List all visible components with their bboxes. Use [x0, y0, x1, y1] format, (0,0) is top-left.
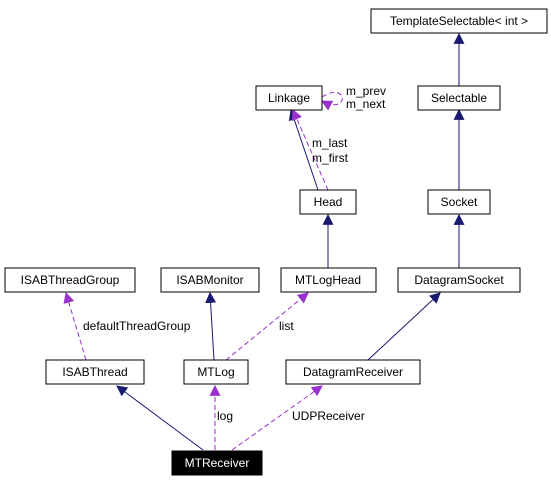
edge-label-udp-receiver: UDPReceiver	[292, 409, 365, 423]
node-isab-thread-group[interactable]: ISABThreadGroup	[4, 267, 136, 293]
node-selectable[interactable]: Selectable	[417, 85, 501, 111]
node-head[interactable]: Head	[299, 189, 357, 215]
edge-mtlog-to-isabmonitor	[205, 291, 217, 361]
node-label: Socket	[441, 195, 478, 209]
edge-label-m-prev: m_prev	[346, 84, 386, 98]
node-datagram-socket[interactable]: DatagramSocket	[397, 267, 521, 293]
node-mtlog-head[interactable]: MTLogHead	[280, 267, 377, 293]
node-label: Selectable	[431, 91, 487, 105]
node-label: DatagramSocket	[414, 273, 504, 287]
edge-linkage-self	[321, 91, 343, 111]
edge-label-m-next: m_next	[346, 97, 386, 111]
node-label: Head	[314, 195, 343, 209]
node-label: ISABThreadGroup	[21, 273, 120, 287]
edge-isabthread-to-isabthreadgroup	[63, 291, 87, 361]
edge-label-m-first: m_first	[312, 151, 349, 165]
node-mtlog[interactable]: MTLog	[183, 359, 249, 385]
node-label: DatagramReceiver	[303, 365, 403, 379]
node-label: ISABMonitor	[176, 273, 243, 287]
edge-label-default-thread-group: defaultThreadGroup	[83, 319, 191, 333]
node-label: MTReceiver	[185, 456, 250, 470]
node-label: Linkage	[268, 91, 310, 105]
usage-edges	[63, 91, 343, 451]
edge-mtreceiver-to-isabthread	[116, 385, 204, 451]
node-template-selectable[interactable]: TemplateSelectable< int >	[370, 8, 548, 34]
inheritance-edges	[116, 32, 465, 451]
edge-head-to-linkage-usage	[291, 108, 329, 191]
edge-mtreceiver-to-datagramreceiver	[231, 385, 323, 451]
edge-label-log: log	[217, 409, 233, 423]
node-label: ISABThread	[62, 365, 127, 379]
edge-head-to-linkage	[288, 108, 319, 191]
node-label: MTLog	[197, 365, 234, 379]
node-label: TemplateSelectable< int >	[390, 14, 528, 28]
node-isab-thread[interactable]: ISABThread	[45, 359, 145, 385]
node-mtreceiver[interactable]: MTReceiver	[171, 450, 263, 476]
node-isab-monitor[interactable]: ISABMonitor	[160, 267, 260, 293]
edge-label-m-last: m_last	[312, 136, 348, 150]
edge-mtlog-to-mtloghead	[225, 292, 309, 361]
node-label: MTLogHead	[295, 273, 361, 287]
edge-datagramreceiver-to-datagramsocket	[367, 292, 441, 361]
node-socket[interactable]: Socket	[427, 189, 491, 215]
edge-labels: m_prev m_next m_last m_first defaultThre…	[83, 84, 386, 423]
edge-label-list: list	[279, 319, 294, 333]
node-linkage[interactable]: Linkage	[255, 85, 323, 111]
node-datagram-receiver[interactable]: DatagramReceiver	[285, 359, 421, 385]
